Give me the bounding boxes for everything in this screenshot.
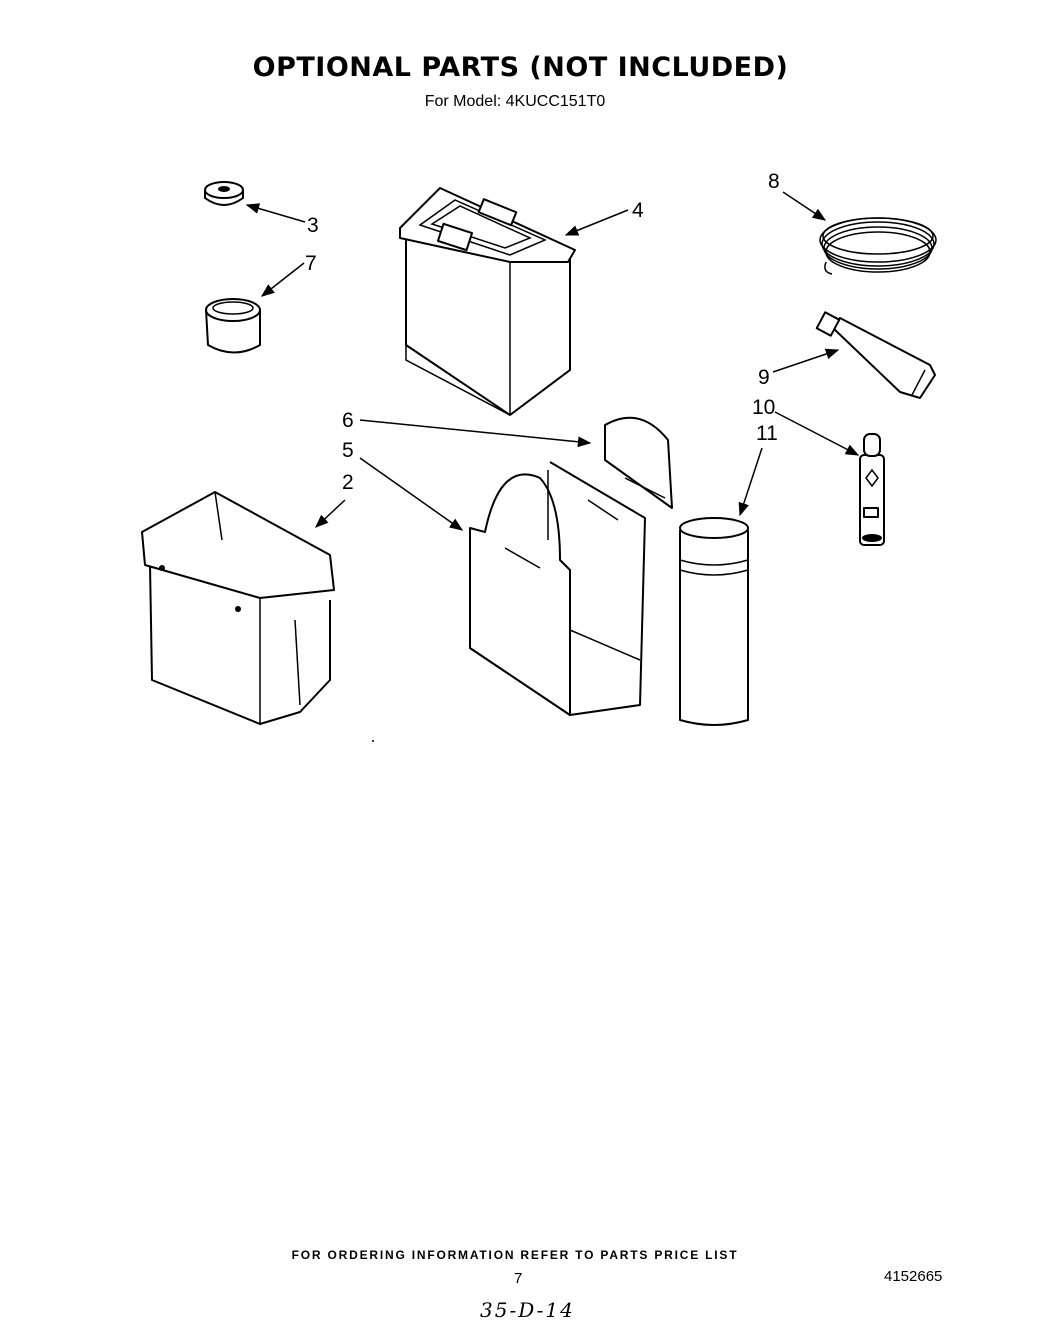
part-5-liner: [469, 461, 646, 716]
part-8-tubing: [819, 217, 937, 275]
page-number: 7: [514, 1270, 523, 1287]
part-7-cup: [205, 298, 261, 354]
model-subtitle: For Model: 4KUCC151T0: [424, 93, 606, 110]
callout-6: 6: [342, 409, 354, 432]
callout-8: 8: [768, 170, 780, 193]
callout-5: 5: [342, 439, 354, 462]
handwritten-note: 35-D-14: [480, 1298, 575, 1322]
page-title: OPTIONAL PARTS (NOT INCLUDED): [252, 52, 789, 83]
callout-11: 11: [756, 422, 778, 445]
document-number: 4152665: [884, 1268, 943, 1285]
callout-9: 9: [758, 366, 770, 389]
part-9-tube: [815, 311, 936, 399]
part-11-spray-can: [679, 517, 749, 726]
callout-7: 7: [305, 252, 317, 275]
part-3-cap: [204, 181, 244, 206]
callout-2: 2: [342, 471, 354, 494]
part-10-fitting: [859, 433, 885, 546]
callout-10: 10: [752, 396, 775, 419]
part-2-bag: [141, 491, 335, 725]
part-6-baffle: [604, 416, 673, 509]
callout-3: 3: [307, 214, 319, 237]
callout-4: 4: [632, 199, 644, 222]
part-4-ice-bin: [399, 187, 576, 416]
ordering-note: FOR ORDERING INFORMATION REFER TO PARTS …: [291, 1248, 739, 1262]
